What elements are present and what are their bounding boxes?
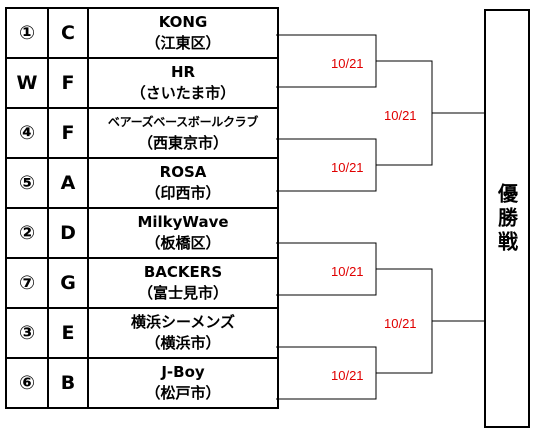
team-cell: HR （さいたま市） bbox=[87, 57, 279, 109]
match-date: 10/21 bbox=[384, 316, 417, 331]
team-city: （横浜市） bbox=[145, 334, 221, 352]
team-city: （印西市） bbox=[145, 184, 221, 202]
team-cell: 横浜シーメンズ （横浜市） bbox=[87, 307, 279, 359]
seed-cell: ② bbox=[5, 207, 49, 259]
team-row: ③ E 横浜シーメンズ （横浜市） bbox=[5, 307, 279, 359]
seed-cell: ⑥ bbox=[5, 357, 49, 409]
block-cell: F bbox=[47, 107, 89, 159]
block-cell: A bbox=[47, 157, 89, 209]
match-date: 10/21 bbox=[331, 368, 364, 383]
team-name: HR bbox=[170, 63, 196, 81]
team-city: （板橋区） bbox=[145, 234, 221, 252]
team-row: ⑥ B J-Boy （松戸市） bbox=[5, 357, 279, 409]
match-date: 10/21 bbox=[331, 56, 364, 71]
seed-cell: W bbox=[5, 57, 49, 109]
bracket-table: ① C KONG （江東区） W F HR （さいたま市） ④ F ベアーズベー… bbox=[5, 7, 279, 409]
final-label: 優勝戦 bbox=[494, 182, 519, 255]
team-cell: ベアーズベースボールクラブ （西東京市） bbox=[87, 107, 279, 159]
team-row: ④ F ベアーズベースボールクラブ （西東京市） bbox=[5, 107, 279, 159]
team-row: ⑤ A ROSA （印西市） bbox=[5, 157, 279, 209]
seed-cell: ⑤ bbox=[5, 157, 49, 209]
block-cell: B bbox=[47, 357, 89, 409]
team-cell: ROSA （印西市） bbox=[87, 157, 279, 209]
seed-cell: ① bbox=[5, 7, 49, 59]
team-row: ① C KONG （江東区） bbox=[5, 7, 279, 59]
team-name: BACKERS bbox=[143, 263, 223, 281]
team-cell: KONG （江東区） bbox=[87, 7, 279, 59]
team-name: ROSA bbox=[159, 163, 207, 181]
block-cell: D bbox=[47, 207, 89, 259]
block-cell: G bbox=[47, 257, 89, 309]
block-cell: F bbox=[47, 57, 89, 109]
block-cell: C bbox=[47, 7, 89, 59]
team-cell: BACKERS （富士見市） bbox=[87, 257, 279, 309]
seed-cell: ③ bbox=[5, 307, 49, 359]
final-box: 優勝戦 bbox=[484, 9, 530, 428]
match-date: 10/21 bbox=[331, 264, 364, 279]
team-city: （富士見市） bbox=[137, 284, 228, 302]
seed-cell: ④ bbox=[5, 107, 49, 159]
team-city: （さいたま市） bbox=[130, 84, 236, 102]
team-name: MilkyWave bbox=[137, 213, 229, 231]
team-cell: J-Boy （松戸市） bbox=[87, 357, 279, 409]
team-name: ベアーズベースボールクラブ bbox=[107, 115, 259, 129]
team-row: ⑦ G BACKERS （富士見市） bbox=[5, 257, 279, 309]
team-name: J-Boy bbox=[161, 363, 205, 381]
team-cell: MilkyWave （板橋区） bbox=[87, 207, 279, 259]
block-cell: E bbox=[47, 307, 89, 359]
team-city: （西東京市） bbox=[137, 134, 228, 152]
team-city: （江東区） bbox=[145, 34, 221, 52]
team-name: KONG bbox=[158, 13, 208, 31]
match-date: 10/21 bbox=[331, 160, 364, 175]
team-row: W F HR （さいたま市） bbox=[5, 57, 279, 109]
match-date: 10/21 bbox=[384, 108, 417, 123]
team-city: （松戸市） bbox=[145, 384, 221, 402]
seed-cell: ⑦ bbox=[5, 257, 49, 309]
team-row: ② D MilkyWave （板橋区） bbox=[5, 207, 279, 259]
team-name: 横浜シーメンズ bbox=[130, 313, 236, 331]
